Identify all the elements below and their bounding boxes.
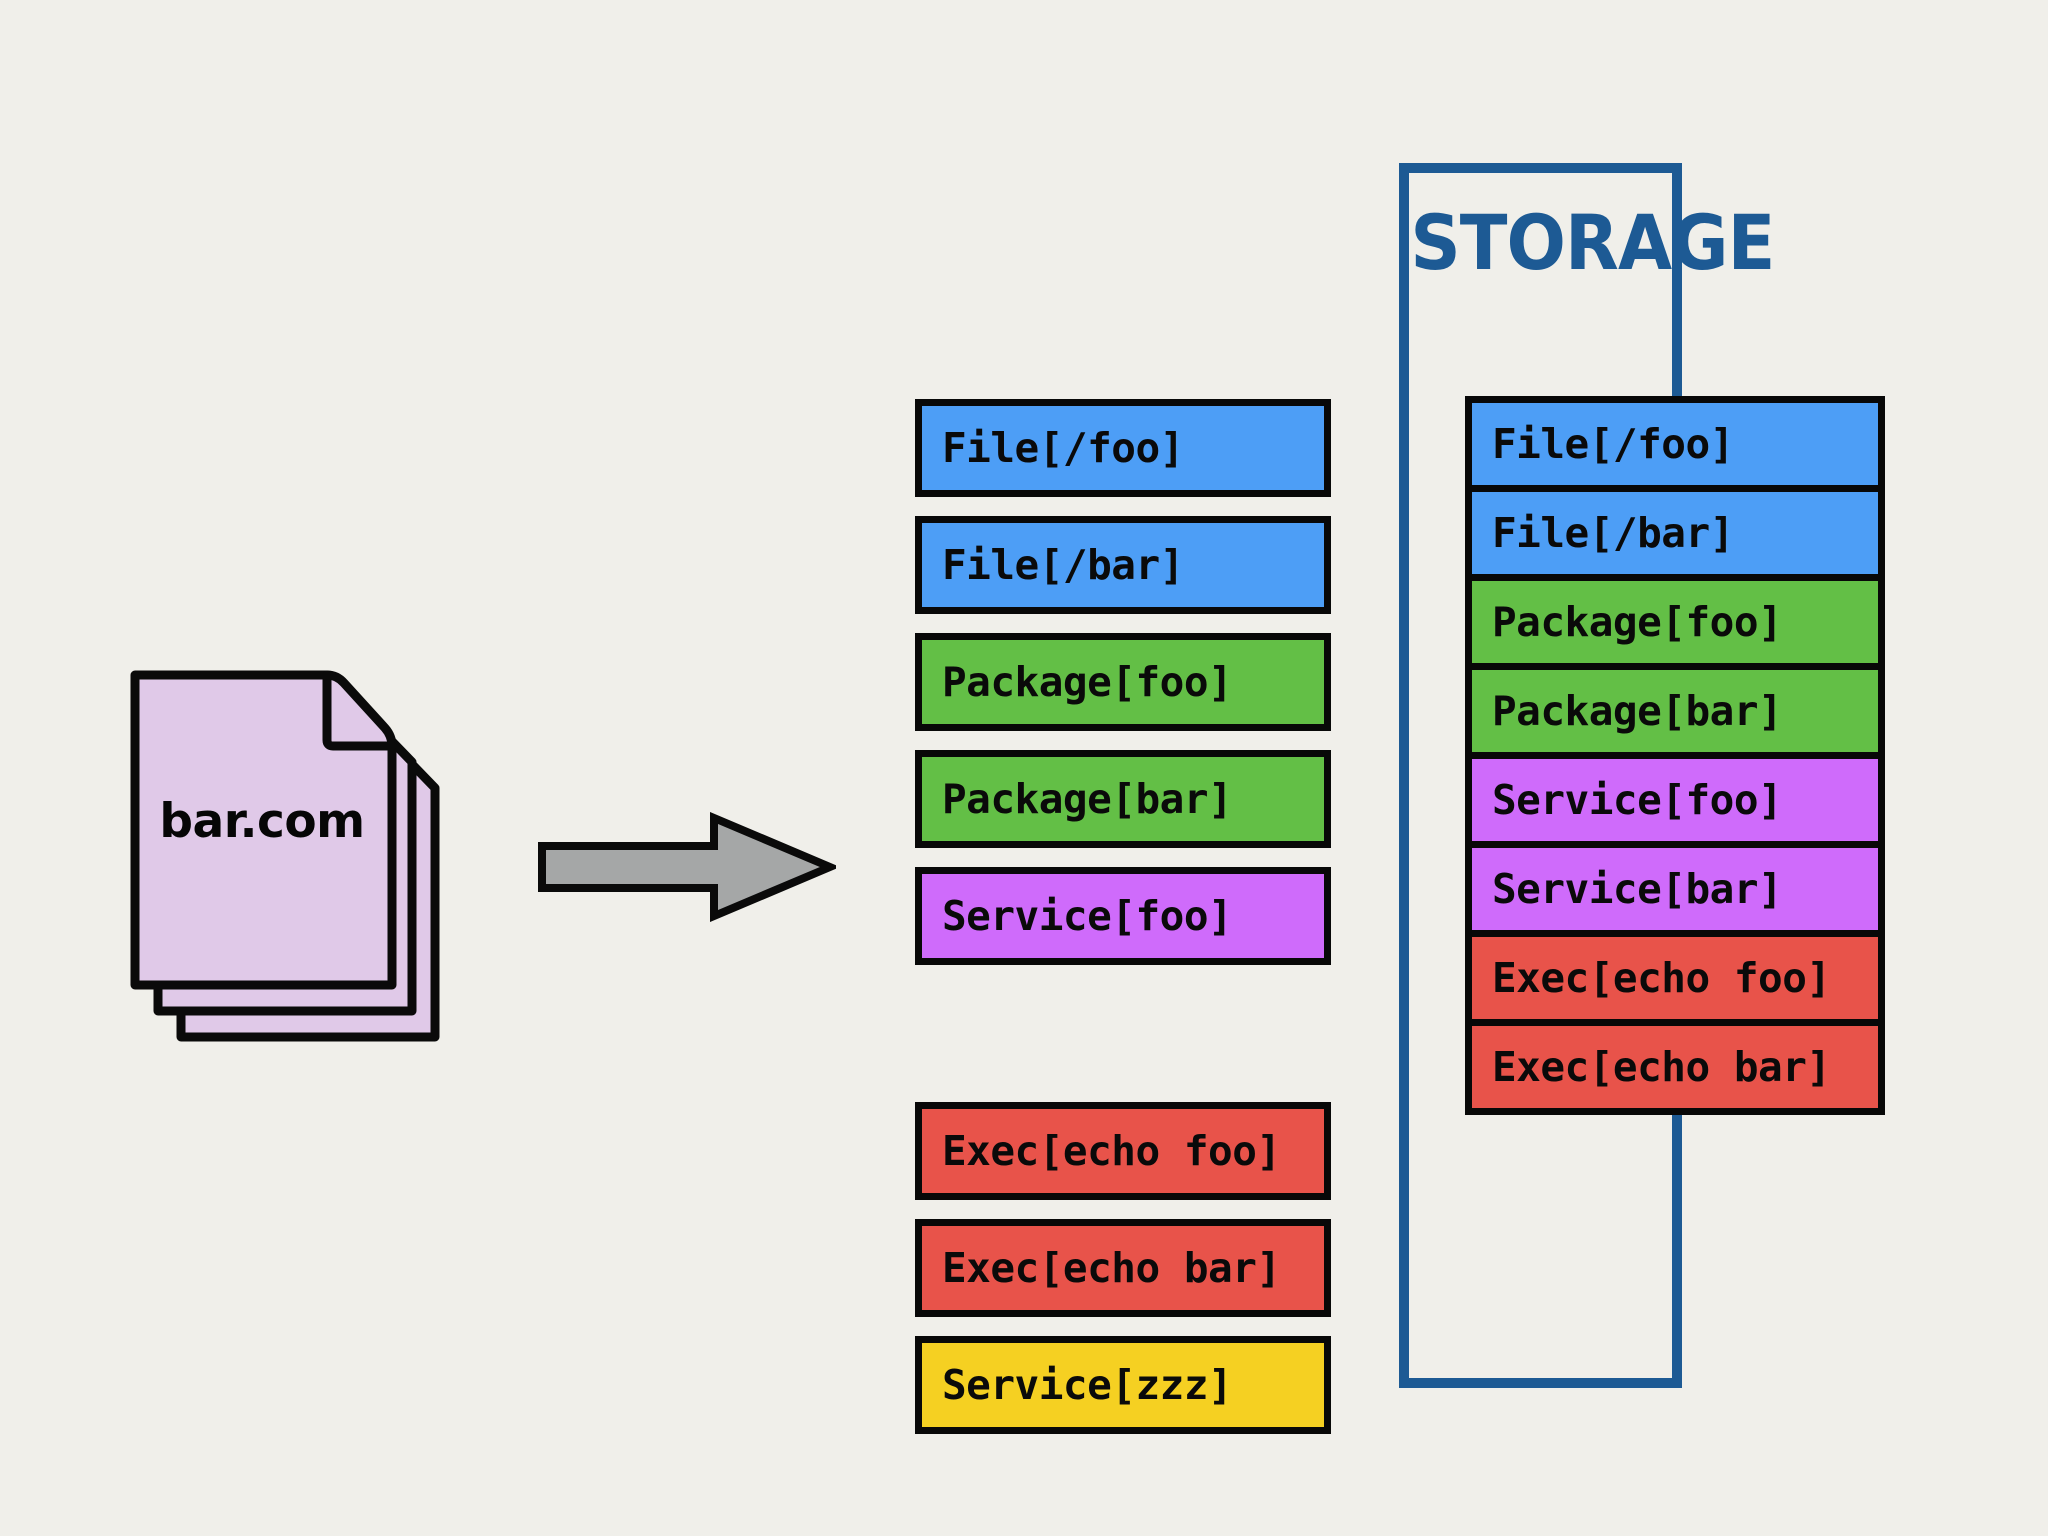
storage-title: STORAGE <box>1410 198 1775 287</box>
catalog-resource-item-exec-echo-foo[interactable]: Exec[echo foo] <box>915 1102 1331 1200</box>
storage-resource-item-package-bar[interactable]: Package[bar] <box>1465 663 1885 759</box>
storage-resource-item-exec-echo-bar[interactable]: Exec[echo bar] <box>1465 1019 1885 1115</box>
source-document-label: bar.com <box>159 794 365 849</box>
storage-resource-item-service-bar[interactable]: Service[bar] <box>1465 841 1885 937</box>
storage-resource-item-exec-echo-foo[interactable]: Exec[echo foo] <box>1465 930 1885 1026</box>
storage-resource-item-package-foo[interactable]: Package[foo] <box>1465 574 1885 670</box>
storage-resource-item-service-foo[interactable]: Service[foo] <box>1465 752 1885 848</box>
flow-arrow-right-icon <box>536 812 836 922</box>
catalog-resource-item-file-foo[interactable]: File[/foo] <box>915 399 1331 497</box>
storage-resource-item-file-foo[interactable]: File[/foo] <box>1465 396 1885 492</box>
catalog-resource-item-package-foo[interactable]: Package[foo] <box>915 633 1331 731</box>
document-page-front <box>130 670 397 990</box>
storage-resource-item-file-bar[interactable]: File[/bar] <box>1465 485 1885 581</box>
catalog-resource-item-service-foo[interactable]: Service[foo] <box>915 867 1331 965</box>
catalog-resource-item-service-zzz[interactable]: Service[zzz] <box>915 1336 1331 1434</box>
catalog-resource-item-exec-echo-bar[interactable]: Exec[echo bar] <box>915 1219 1331 1317</box>
source-document-stack: bar.com <box>130 670 460 1060</box>
catalog-resource-item-file-bar[interactable]: File[/bar] <box>915 516 1331 614</box>
catalog-resource-item-package-bar[interactable]: Package[bar] <box>915 750 1331 848</box>
